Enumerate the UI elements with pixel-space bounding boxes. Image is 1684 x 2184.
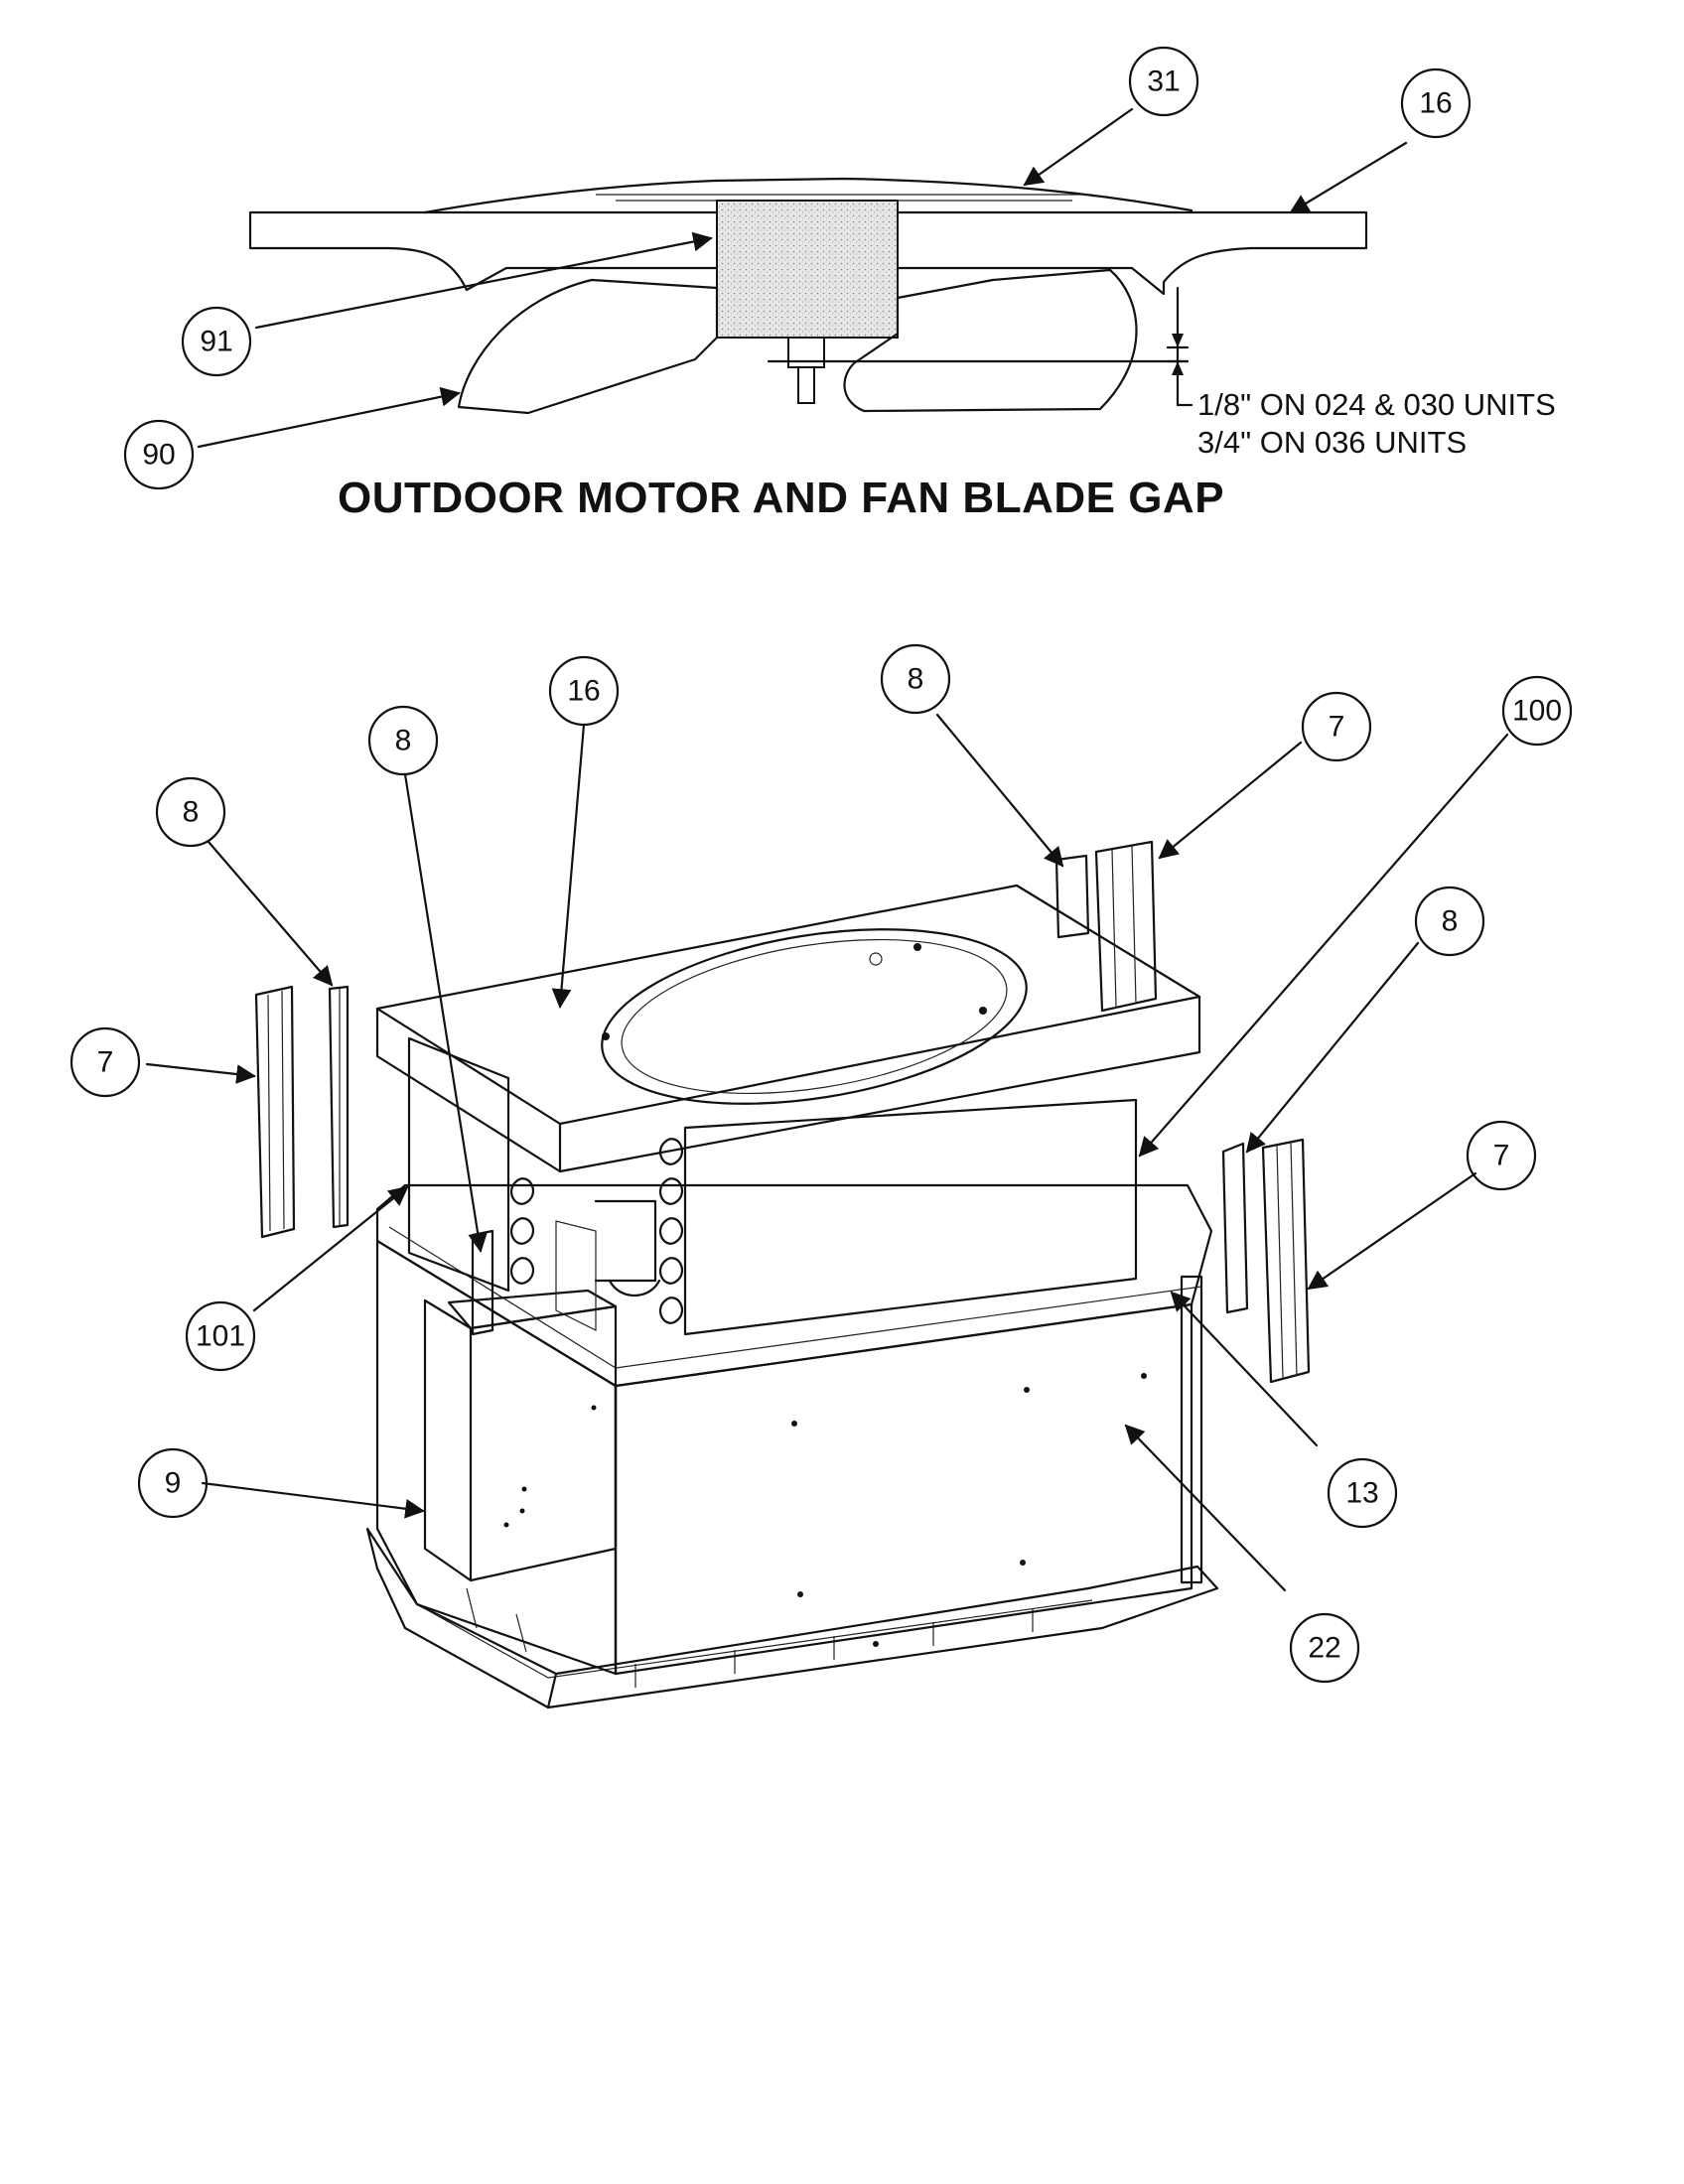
svg-text:90: 90 (142, 439, 175, 472)
callout-7-right-top: 7 (1301, 691, 1372, 762)
corner-post-left (254, 985, 296, 1239)
callout-16-top: 16 (1400, 68, 1472, 139)
leader-lines (145, 107, 1509, 1592)
callout-90: 90 (123, 419, 195, 490)
corner-strip-right (1221, 1142, 1249, 1314)
svg-text:8: 8 (908, 663, 924, 696)
callout-100: 100 (1501, 675, 1573, 747)
fan-blade-right (843, 268, 1138, 413)
corner-strip-right-top (1054, 854, 1090, 939)
callout-8-right-top: 8 (880, 643, 951, 715)
svg-text:91: 91 (200, 326, 232, 358)
fan-blade-left (457, 278, 719, 415)
svg-text:7: 7 (97, 1046, 114, 1079)
corner-post-right (1261, 1138, 1311, 1384)
fan-grille (423, 177, 1193, 214)
svg-text:16: 16 (1419, 87, 1452, 120)
svg-text:9: 9 (165, 1467, 182, 1500)
gap-note-line2: 3/4" ON 036 UNITS (1197, 425, 1467, 460)
svg-text:8: 8 (1442, 905, 1459, 938)
svg-text:13: 13 (1345, 1477, 1378, 1510)
corner-post (1180, 1275, 1203, 1584)
fan-motor (716, 200, 899, 339)
callout-13: 13 (1327, 1457, 1398, 1529)
corner-strip-left (328, 985, 350, 1229)
callout-91: 91 (181, 306, 252, 377)
gap-note-line1: 1/8" ON 024 & 030 UNITS (1197, 387, 1556, 422)
callout-16-main: 16 (548, 655, 620, 727)
control-box (423, 1298, 618, 1582)
side-corner-pieces (254, 840, 1311, 1384)
fan-motor-detail (248, 177, 1368, 415)
callout-7-right-mid: 7 (1466, 1120, 1537, 1191)
corner-post-right-top (1094, 840, 1158, 1013)
base-pan (365, 1527, 1219, 1709)
callout-101: 101 (185, 1300, 256, 1372)
svg-text:8: 8 (395, 725, 412, 757)
callout-8-left: 8 (155, 776, 226, 848)
svg-text:101: 101 (196, 1320, 245, 1353)
motor-shaft (787, 337, 825, 368)
callout-7-left: 7 (70, 1026, 141, 1098)
callout-8-left-upper: 8 (367, 705, 439, 776)
top-panel-section (248, 210, 1368, 296)
svg-text:7: 7 (1493, 1140, 1510, 1172)
coil-front (683, 1098, 1138, 1336)
svg-text:8: 8 (183, 796, 200, 829)
callout-22: 22 (1289, 1612, 1360, 1684)
svg-text:100: 100 (1512, 695, 1562, 728)
coil-left (407, 1036, 510, 1293)
svg-text:16: 16 (567, 675, 600, 708)
diagram-title: OUTDOOR MOTOR AND FAN BLADE GAP (338, 474, 1224, 522)
callout-9: 9 (137, 1447, 209, 1519)
condenser-unit (365, 884, 1219, 1709)
fan-opening (601, 928, 1028, 1105)
top-panel (375, 884, 1201, 1173)
svg-text:7: 7 (1329, 711, 1345, 744)
svg-text:22: 22 (1308, 1632, 1340, 1665)
callout-31: 31 (1128, 46, 1199, 117)
callout-8-right-mid: 8 (1414, 886, 1485, 957)
cabinet-left-side (375, 1239, 618, 1676)
svg-text:31: 31 (1147, 66, 1180, 98)
